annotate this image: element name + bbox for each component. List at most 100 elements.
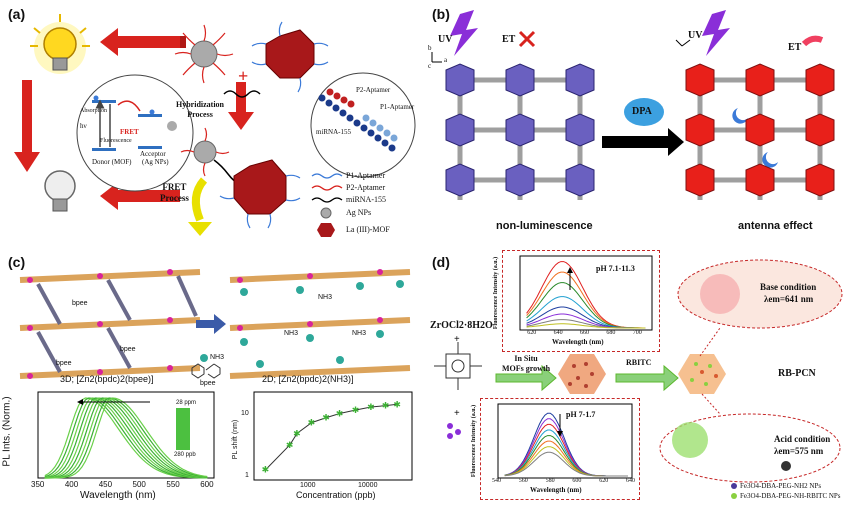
rbitc-label: RBITC xyxy=(626,358,652,367)
purple-mof-block xyxy=(505,63,535,97)
inset-absorption: Absorption xyxy=(80,108,107,114)
legend-rbitc: Fe3O4-DBA-PEG-NH-RBITC NPs xyxy=(740,492,841,500)
red-mof-block xyxy=(805,63,835,97)
legend-p1: P1-Aptamer xyxy=(346,171,386,180)
inset-fluorescence: Fluorescence xyxy=(100,138,132,144)
shift-chart: ✱✱✱✱✱✱✱✱✱✱ xyxy=(253,391,413,481)
panel-c: (c) bpee bpee bpee NH3 NH3 NH3 NH3 xyxy=(0,250,420,505)
shift-point: ✱ xyxy=(382,401,390,411)
bottom-xtick: 600 xyxy=(572,478,582,484)
panel-d-graphic xyxy=(434,259,843,499)
et-right-label: ET xyxy=(788,42,802,53)
red-mof-block xyxy=(805,113,835,147)
inset-acceptor: Acceptor xyxy=(140,150,166,158)
pl-curve xyxy=(44,397,208,479)
legend-agnp: Ag NPs xyxy=(346,208,372,217)
shift-point: ✱ xyxy=(393,399,401,409)
base-em-label: λem=641 nm xyxy=(764,294,814,304)
green-arrow-2 xyxy=(615,364,679,392)
red-mof-block xyxy=(805,163,835,197)
left-caption: 3D; [Zn2(bpdc)2(bpee)] xyxy=(60,374,154,384)
legend-symbols xyxy=(311,173,343,237)
structure-3d xyxy=(19,269,201,379)
shift-point: ✱ xyxy=(367,402,375,412)
panel-a: (a) xyxy=(0,0,420,250)
bottom-xtick: 620 xyxy=(599,478,609,484)
bottom-spectrum-curve xyxy=(504,451,628,477)
purple-mof-block xyxy=(565,63,595,97)
bpee-label-1: bpee xyxy=(72,300,88,307)
legend-nh2: Fe3O4-DBA-PEG-NH2 NPs xyxy=(740,482,822,490)
pl-xtick: 500 xyxy=(132,480,146,489)
dpa-label: DPA xyxy=(632,106,652,117)
purple-mof-block xyxy=(505,163,535,197)
axis-a: a xyxy=(444,56,448,64)
bottom-xtick: 580 xyxy=(545,478,555,484)
rb-pcn-label: RB-PCN xyxy=(778,368,816,379)
legend-p2: P2-Aptamer xyxy=(346,183,386,192)
bottom-chart-box xyxy=(480,398,640,500)
zr-label: ZrOCl2·8H2O xyxy=(430,320,493,331)
shift-point: ✱ xyxy=(308,418,316,428)
pl-bottom-label: 280 ppb xyxy=(174,452,196,458)
nh3-label-1: NH3 xyxy=(318,294,333,301)
red-mof-block xyxy=(745,163,775,197)
bpee-legend-icon xyxy=(191,363,221,379)
shift-point: ✱ xyxy=(262,465,270,475)
top-chart-xlabel: Wavelength (nm) xyxy=(552,338,604,346)
green-arrow-1 xyxy=(495,364,557,392)
cross-icon xyxy=(518,30,536,48)
purple-mof-block xyxy=(565,163,595,197)
panel-c-structures xyxy=(19,269,411,379)
p2-aptamer-label: P2-Aptamer xyxy=(356,86,391,94)
bottom-chart-xlabel: Wavelength (nm) xyxy=(530,486,582,494)
process-arrow xyxy=(602,128,684,156)
purple-mof-block xyxy=(505,113,535,147)
nh3-legend-label: NH3 xyxy=(210,354,225,361)
nh3-legend-dot xyxy=(200,354,208,362)
bpee-label-3: bpee xyxy=(56,360,72,367)
porphyrin-molecule xyxy=(434,342,482,390)
dpa-crescents xyxy=(732,108,778,168)
red-mof-block xyxy=(685,113,715,147)
pl-curve xyxy=(44,397,208,479)
pl-xtick: 600 xyxy=(200,480,214,489)
mof-hexagon xyxy=(558,354,606,394)
svg-text:+: + xyxy=(238,66,248,86)
axis-c: c xyxy=(428,62,432,70)
et-left-label: ET xyxy=(502,34,516,45)
shift-xlabel: Concentration (ppb) xyxy=(296,490,376,500)
top-xtick: 640 xyxy=(553,330,563,336)
purple-mof-block xyxy=(445,163,475,197)
legend-mirna: miRNA-155 xyxy=(346,195,386,204)
top-xtick: 700 xyxy=(632,330,642,336)
top-chart-title: pH 7.1-11.3 xyxy=(596,264,635,273)
panel-b: (b) xyxy=(420,0,844,250)
transform-arrow xyxy=(196,314,226,334)
shift-ytick-10: 10 xyxy=(241,410,249,417)
shift-point: ✱ xyxy=(293,428,301,438)
purple-mof-block xyxy=(565,113,595,147)
p1-aptamer-label: P1-Aptamer xyxy=(380,103,415,111)
axis-b: b xyxy=(428,44,432,52)
panel-a-label: (a) xyxy=(8,6,26,22)
base-condition-label: Base condition xyxy=(760,282,817,292)
pl-chart xyxy=(37,391,215,479)
bottom-xtick: 560 xyxy=(518,478,528,484)
purple-mof-block xyxy=(445,113,475,147)
pl-xtick: 550 xyxy=(166,480,180,489)
inset-fret: FRET xyxy=(120,128,139,136)
red-mof-block xyxy=(745,113,775,147)
red-mof-block xyxy=(745,63,775,97)
structure-2d xyxy=(229,269,411,379)
nh3-label-2: NH3 xyxy=(284,330,299,337)
bottom-xtick: 540 xyxy=(492,478,501,484)
fret-energy-diagram xyxy=(92,95,177,151)
nh3-label-3: NH3 xyxy=(352,330,367,337)
top-xtick: 620 xyxy=(527,330,537,336)
bottom-chart-title: pH 7-1.7 xyxy=(566,410,596,419)
red-mof-block xyxy=(685,163,715,197)
uv-right-label: UV xyxy=(688,30,703,41)
et-glow-icon xyxy=(801,35,824,47)
fret-process-label: FRET Process xyxy=(160,182,189,203)
